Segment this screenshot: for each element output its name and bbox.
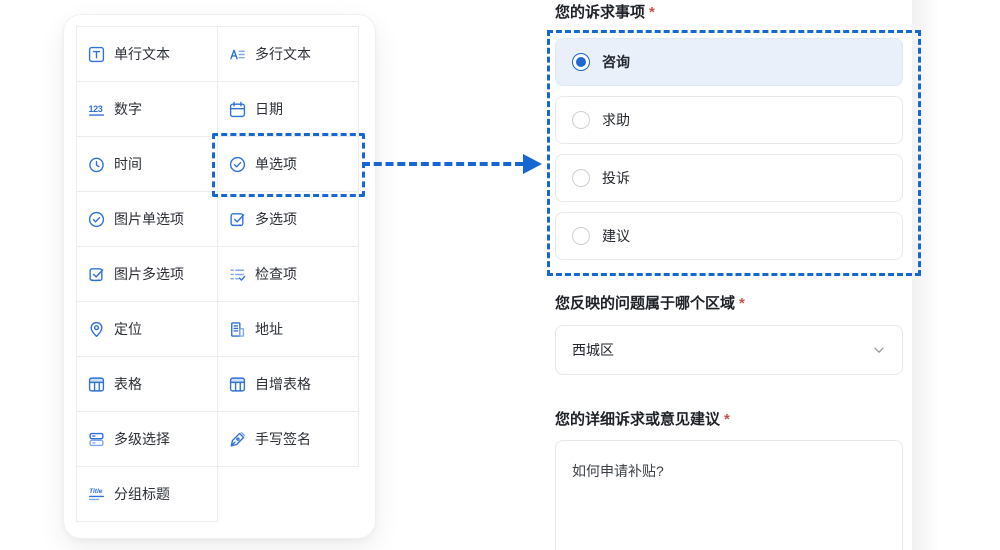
palette-item-label: 表格 bbox=[114, 376, 142, 392]
date-icon bbox=[229, 101, 246, 117]
radio-selected-icon[interactable] bbox=[572, 53, 590, 71]
auto-table-icon bbox=[229, 376, 246, 392]
radio-option-help[interactable]: 求助 bbox=[555, 96, 903, 144]
palette-empty-cell bbox=[218, 467, 359, 522]
palette-item-number[interactable]: 123 数字 bbox=[77, 82, 218, 137]
palette-item-label: 多行文本 bbox=[255, 46, 311, 62]
address-icon bbox=[231, 321, 245, 337]
radio-option-complaint[interactable]: 投诉 bbox=[555, 154, 903, 202]
region-select-value: 西城区 bbox=[572, 342, 614, 358]
mapping-arrow-head-icon bbox=[523, 154, 542, 174]
preview-panel-edge bbox=[912, 0, 940, 550]
single-line-text-icon bbox=[88, 46, 105, 62]
palette-item-label: 单选项 bbox=[255, 156, 297, 172]
field-palette-grid: 单行文本 多行文本 123 数字 bbox=[76, 26, 359, 522]
palette-item-label: 时间 bbox=[114, 156, 142, 172]
radio-unselected-icon[interactable] bbox=[572, 169, 590, 187]
region-select[interactable]: 西城区 bbox=[555, 325, 903, 375]
palette-item-label: 自增表格 bbox=[255, 376, 311, 392]
palette-item-label: 单行文本 bbox=[114, 46, 170, 62]
palette-item-auto-table[interactable]: 自增表格 bbox=[218, 357, 359, 412]
palette-item-label: 手写签名 bbox=[255, 431, 311, 447]
palette-item-label: 图片多选项 bbox=[114, 266, 184, 282]
palette-item-signature[interactable]: 手写签名 bbox=[218, 412, 359, 467]
palette-item-address[interactable]: 地址 bbox=[218, 302, 359, 357]
radio-option-suggestion[interactable]: 建议 bbox=[555, 212, 903, 260]
chevron-down-icon bbox=[874, 347, 884, 353]
palette-item-single-line-text[interactable]: 单行文本 bbox=[77, 27, 218, 82]
palette-item-label: 检查项 bbox=[255, 266, 297, 282]
detail-textarea[interactable]: 如何申请补贴? bbox=[555, 440, 903, 550]
checklist-icon bbox=[230, 269, 246, 281]
palette-item-radio[interactable]: 单选项 bbox=[218, 137, 359, 192]
palette-item-multi-line-text[interactable]: 多行文本 bbox=[218, 27, 359, 82]
table-icon bbox=[88, 376, 105, 392]
radio-option-label: 投诉 bbox=[602, 170, 630, 186]
palette-item-label: 分组标题 bbox=[114, 486, 170, 502]
palette-item-label: 数字 bbox=[114, 101, 142, 117]
palette-item-checkbox[interactable]: 多选项 bbox=[218, 192, 359, 247]
radio-option-consult[interactable]: 咨询 bbox=[555, 38, 903, 86]
palette-item-time[interactable]: 时间 bbox=[77, 137, 218, 192]
required-asterisk: * bbox=[724, 411, 730, 428]
palette-item-label: 定位 bbox=[114, 321, 142, 337]
signature-icon bbox=[230, 431, 246, 446]
palette-item-label: 地址 bbox=[255, 321, 283, 337]
radio-option-label: 求助 bbox=[602, 112, 630, 128]
checkbox-icon bbox=[230, 212, 245, 226]
required-asterisk: * bbox=[649, 4, 655, 21]
palette-item-cascade[interactable]: 多级选择 bbox=[77, 412, 218, 467]
palette-item-image-radio[interactable]: 图片单选项 bbox=[77, 192, 218, 247]
radio-group-label: 您的诉求事项* bbox=[555, 4, 655, 21]
radio-option-label: 建议 bbox=[602, 228, 630, 244]
palette-item-label: 图片单选项 bbox=[114, 211, 184, 227]
palette-item-group-title[interactable]: Title 分组标题 bbox=[77, 467, 218, 522]
required-asterisk: * bbox=[739, 295, 745, 312]
svg-text:Title: Title bbox=[89, 488, 103, 495]
radio-unselected-icon[interactable] bbox=[572, 227, 590, 245]
mapping-arrow-line bbox=[362, 162, 523, 166]
palette-item-label: 日期 bbox=[255, 101, 283, 117]
number-icon: 123 bbox=[89, 104, 105, 116]
time-icon bbox=[89, 157, 104, 172]
multi-line-text-icon bbox=[230, 49, 245, 59]
radio-icon bbox=[229, 156, 246, 172]
region-select-label: 您反映的问题属于哪个区域* bbox=[555, 295, 745, 312]
radio-option-list: 咨询 求助 投诉 建议 bbox=[555, 38, 903, 270]
palette-item-label: 多选项 bbox=[255, 211, 297, 227]
palette-item-label: 多级选择 bbox=[114, 431, 170, 447]
location-icon bbox=[90, 321, 103, 337]
palette-item-image-checkbox[interactable]: 图片多选项 bbox=[77, 247, 218, 302]
detail-textarea-label: 您的详细诉求或意见建议* bbox=[555, 411, 730, 428]
svg-text:123: 123 bbox=[89, 104, 103, 114]
palette-item-checklist[interactable]: 检查项 bbox=[218, 247, 359, 302]
image-checkbox-icon bbox=[89, 267, 104, 281]
field-palette-card: 单行文本 多行文本 123 数字 bbox=[63, 14, 376, 539]
radio-option-label: 咨询 bbox=[602, 54, 630, 70]
palette-item-date[interactable]: 日期 bbox=[218, 82, 359, 137]
palette-item-table[interactable]: 表格 bbox=[77, 357, 218, 412]
cascade-icon bbox=[89, 432, 104, 446]
radio-unselected-icon[interactable] bbox=[572, 111, 590, 129]
palette-item-location[interactable]: 定位 bbox=[77, 302, 218, 357]
image-radio-icon bbox=[88, 211, 105, 227]
group-title-icon: Title bbox=[88, 488, 105, 500]
